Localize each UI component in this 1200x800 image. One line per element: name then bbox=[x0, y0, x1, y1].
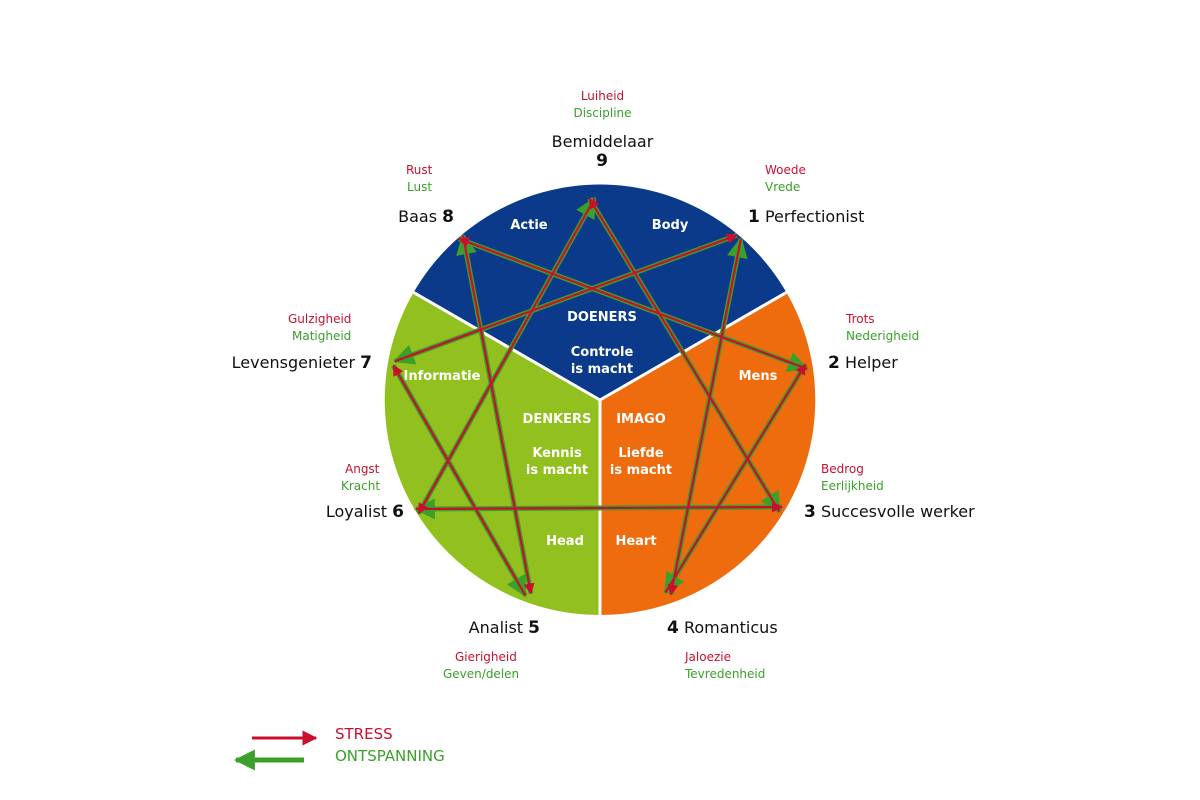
sector-label-informatie: Informatie bbox=[404, 369, 481, 384]
divider-line bbox=[599, 291, 788, 402]
sector-label-actie: Actie bbox=[510, 218, 547, 233]
doeners-line1: Controle bbox=[571, 345, 634, 360]
type-7-number: 7 bbox=[360, 353, 372, 373]
doeners-line2: is macht bbox=[571, 362, 633, 377]
imago-line1: Liefde bbox=[618, 446, 664, 461]
type-7-name: Levensgenieter bbox=[231, 353, 356, 372]
denkers-line1: Kennis bbox=[532, 446, 582, 461]
type-9-number: 9 bbox=[596, 151, 608, 171]
denkers-sector bbox=[384, 292, 600, 616]
type-8-number: 8 bbox=[442, 207, 454, 227]
type-1-stress: Woede bbox=[765, 163, 806, 177]
type-1-number: 1 bbox=[748, 207, 760, 227]
type-1-label: 1 Perfectionist bbox=[748, 209, 864, 226]
type-9-name: Bemiddelaar bbox=[551, 132, 654, 151]
type-3-stress: Bedrog bbox=[821, 462, 864, 476]
legend-stress-label: STRESS bbox=[335, 725, 393, 743]
sector-label-heart: Heart bbox=[615, 534, 656, 549]
type-6-stress: Angst bbox=[345, 462, 380, 476]
type-2-label: 2 Helper bbox=[828, 355, 898, 372]
type-2-number: 2 bbox=[828, 353, 840, 373]
type-5-number: 5 bbox=[528, 618, 540, 638]
type-7-stress: Gulzigheid bbox=[288, 312, 352, 326]
imago-sector bbox=[600, 292, 816, 616]
type-6-relax: Kracht bbox=[341, 479, 381, 493]
type-4-relax: Tevredenheid bbox=[685, 667, 766, 681]
doeners-title: DOENERS bbox=[567, 310, 637, 325]
type-8-relax: Lust bbox=[407, 180, 433, 194]
type-8-stress: Rust bbox=[406, 163, 433, 177]
imago-line2: is macht bbox=[610, 463, 672, 478]
type-3-name: Succesvolle werker bbox=[820, 502, 975, 521]
legend-relax-label: ONTSPANNING bbox=[335, 747, 445, 765]
stress-arrow-6-3 bbox=[415, 501, 784, 513]
type-5-name: Analist bbox=[468, 618, 524, 637]
imago-title: IMAGO bbox=[616, 412, 666, 427]
type-4-name: Romanticus bbox=[683, 618, 778, 637]
type-2-stress: Trots bbox=[846, 312, 875, 326]
type-1-relax: Vrede bbox=[765, 180, 801, 194]
type-4-stress: Jaloezie bbox=[685, 650, 731, 664]
stress-arrows bbox=[392, 197, 808, 597]
type-8-label: Baas 8 bbox=[330, 209, 454, 226]
type-1-name: Perfectionist bbox=[764, 207, 865, 226]
type-6-number: 6 bbox=[392, 502, 404, 522]
type-2-name: Helper bbox=[844, 353, 898, 372]
denkers-line2: is macht bbox=[526, 463, 588, 478]
stress-arrow-5-7 bbox=[392, 364, 527, 597]
type-9-stress: Luiheid bbox=[580, 89, 625, 103]
type-6-label: Loyalist 6 bbox=[270, 504, 404, 521]
stress-arrow-8-5 bbox=[461, 235, 535, 595]
type-5-relax: Geven/delen bbox=[443, 667, 520, 681]
sector-label-head: Head bbox=[546, 534, 584, 549]
type-7-relax: Matigheid bbox=[292, 329, 352, 343]
stress-arrow-7-1 bbox=[394, 233, 738, 363]
type-3-relax: Eerlijkheid bbox=[821, 479, 884, 493]
type-4-label: 4 Romanticus bbox=[667, 620, 778, 637]
sector-label-body: Body bbox=[652, 218, 689, 233]
type-6-name: Loyalist bbox=[325, 502, 388, 521]
stress-arrow-1-4 bbox=[667, 238, 743, 596]
stress-arrow-2-8 bbox=[457, 237, 808, 370]
type-2-relax: Nederigheid bbox=[846, 329, 920, 343]
type-3-number: 3 bbox=[804, 502, 816, 522]
type-5-stress: Gierigheid bbox=[455, 650, 517, 664]
divider-line bbox=[412, 291, 601, 402]
stress-arrow-4-2 bbox=[664, 363, 807, 594]
type-8-name: Baas bbox=[398, 207, 438, 226]
type-7-label: Levensgenieter 7 bbox=[190, 355, 372, 372]
type-5-label: Analist 5 bbox=[420, 620, 540, 637]
type-3-label: 3 Succesvolle werker bbox=[804, 504, 975, 521]
type-4-number: 4 bbox=[667, 618, 679, 638]
type-9-relax: Discipline bbox=[573, 106, 632, 120]
sector-label-mens: Mens bbox=[739, 369, 778, 384]
denkers-title: DENKERS bbox=[523, 412, 592, 427]
